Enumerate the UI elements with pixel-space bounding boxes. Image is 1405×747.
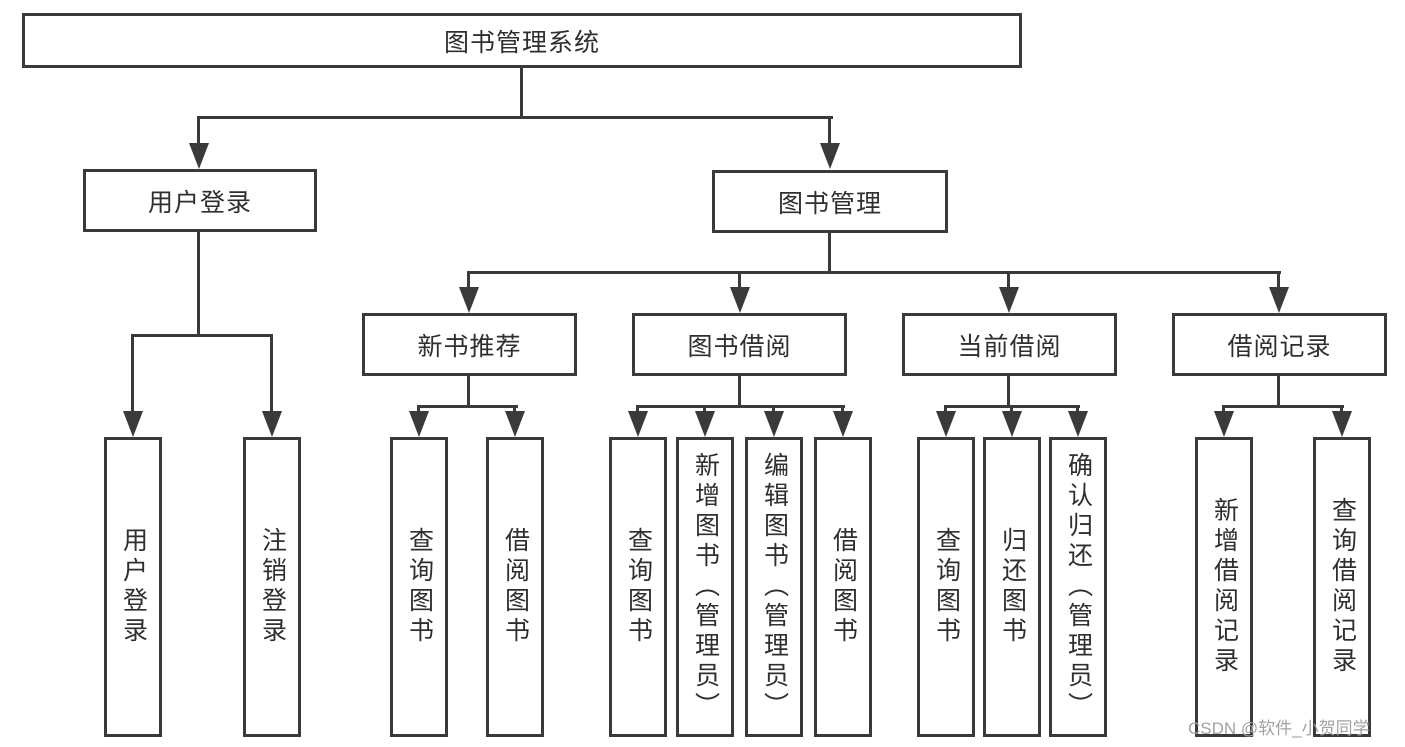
connector-line	[270, 334, 273, 416]
connector-line	[636, 405, 639, 415]
arrow-down-icon	[1214, 411, 1234, 437]
arrow-down-icon	[459, 287, 479, 313]
leaf-user-login-label: 用户登录	[119, 527, 148, 647]
arrow-down-icon	[1002, 411, 1022, 437]
connector-line	[197, 232, 200, 336]
leaf-add-borrow-record-label: 新增借阅记录	[1210, 497, 1239, 677]
arrow-down-icon	[764, 411, 784, 437]
arrow-down-icon	[123, 411, 143, 437]
leaf-user-login: 用户登录	[104, 437, 162, 737]
leaf-borrow-books-recommend-label: 借阅图书	[501, 527, 530, 647]
leaf-query-books-current: 查询图书	[917, 437, 975, 737]
arrow-down-icon	[1332, 411, 1352, 437]
leaf-query-books-recommend-label: 查询图书	[405, 527, 434, 647]
leaf-logout: 注销登录	[243, 437, 301, 737]
arrow-down-icon	[695, 411, 715, 437]
connector-line	[828, 233, 831, 274]
node-current-borrow-label: 当前借阅	[957, 332, 1062, 361]
leaf-logout-label: 注销登录	[258, 527, 287, 647]
arrow-down-icon	[262, 411, 282, 437]
leaf-add-borrow-record: 新增借阅记录	[1195, 437, 1253, 737]
leaf-query-books-recommend: 查询图书	[390, 437, 448, 737]
connector-line	[1277, 374, 1280, 408]
connector-line	[738, 271, 741, 291]
connector-line	[197, 116, 833, 119]
connector-line	[1010, 405, 1013, 415]
connector-line	[1222, 405, 1225, 415]
arrow-down-icon	[1068, 411, 1088, 437]
arrow-down-icon	[936, 411, 956, 437]
node-current-borrow: 当前借阅	[902, 313, 1117, 376]
leaf-add-books-admin: 新增图书（管理员）	[676, 437, 734, 737]
leaf-query-books-borrow: 查询图书	[609, 437, 667, 737]
connector-line	[738, 374, 741, 408]
arrow-down-icon	[1269, 287, 1289, 313]
connector-line	[417, 405, 518, 408]
csdn-watermark: CSDN @软件_小贺同学	[1188, 719, 1370, 738]
leaf-confirm-return-admin: 确认归还（管理员）	[1049, 437, 1107, 737]
node-book-borrow: 图书借阅	[632, 313, 847, 376]
connector-line	[828, 116, 831, 146]
leaf-query-books-borrow-label: 查询图书	[624, 527, 653, 647]
node-user-login: 用户登录	[83, 169, 317, 232]
node-root: 图书管理系统	[22, 13, 1022, 68]
arrow-down-icon	[189, 143, 209, 169]
arrow-down-icon	[820, 143, 840, 169]
leaf-query-books-current-label: 查询图书	[932, 527, 961, 647]
leaf-return-books: 归还图书	[983, 437, 1041, 737]
leaf-query-borrow-record: 查询借阅记录	[1313, 437, 1371, 737]
leaf-borrow-books-recommend: 借阅图书	[486, 437, 544, 737]
connector-line	[131, 334, 134, 416]
node-borrow-records: 借阅记录	[1172, 313, 1387, 376]
connector-line	[467, 271, 470, 291]
connector-line	[197, 116, 200, 146]
connector-line	[467, 271, 1281, 274]
node-book-management: 图书管理	[712, 170, 948, 233]
connector-line	[520, 68, 523, 118]
leaf-borrow-books: 借阅图书	[814, 437, 872, 737]
leaf-borrow-books-label: 借阅图书	[829, 527, 858, 647]
connector-line	[513, 405, 516, 415]
connector-line	[1007, 271, 1010, 291]
leaf-edit-books-admin: 编辑图书（管理员）	[745, 437, 803, 737]
node-borrow-records-label: 借阅记录	[1227, 332, 1332, 361]
arrow-down-icon	[999, 287, 1019, 313]
arrow-down-icon	[730, 287, 750, 313]
connector-line	[1277, 271, 1280, 291]
node-new-book-recommend-label: 新书推荐	[417, 332, 522, 361]
arrow-down-icon	[409, 411, 429, 437]
connector-line	[131, 334, 273, 337]
node-new-book-recommend: 新书推荐	[362, 313, 577, 376]
node-user-login-label: 用户登录	[147, 188, 252, 217]
leaf-confirm-return-admin-label: 确认归还（管理员）	[1064, 452, 1093, 722]
node-root-label: 图书管理系统	[443, 28, 600, 57]
node-book-management-label: 图书管理	[777, 189, 882, 218]
connector-line	[772, 405, 775, 415]
connector-line	[1007, 374, 1010, 408]
leaf-add-books-admin-label: 新增图书（管理员）	[691, 452, 720, 722]
arrow-down-icon	[505, 411, 525, 437]
connector-line	[841, 405, 844, 415]
arrow-down-icon	[833, 411, 853, 437]
connector-line	[467, 374, 470, 408]
connector-line	[703, 405, 706, 415]
connector-line	[636, 405, 845, 408]
connector-line	[1222, 405, 1344, 408]
arrow-down-icon	[628, 411, 648, 437]
leaf-return-books-label: 归还图书	[998, 527, 1027, 647]
connector-line	[944, 405, 947, 415]
leaf-edit-books-admin-label: 编辑图书（管理员）	[760, 452, 789, 722]
leaf-query-borrow-record-label: 查询借阅记录	[1328, 497, 1357, 677]
connector-line	[417, 405, 420, 415]
node-book-borrow-label: 图书借阅	[687, 332, 792, 361]
connector-line	[1340, 405, 1343, 415]
connector-line	[1076, 405, 1079, 415]
